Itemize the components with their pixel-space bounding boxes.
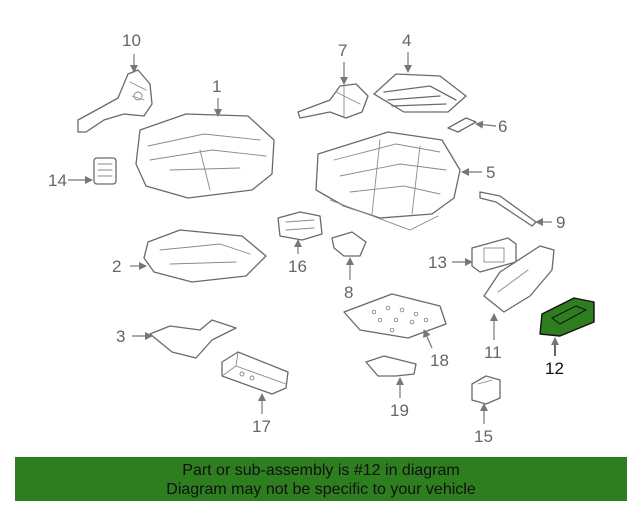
callout-16: 16 (288, 257, 307, 276)
callout-7: 7 (338, 41, 347, 60)
part-14-switch[interactable] (93, 157, 117, 185)
part-9-cable[interactable] (479, 191, 537, 227)
info-banner: Part or sub-assembly is #12 in diagram D… (15, 457, 627, 501)
part-16-motor[interactable] (277, 211, 323, 241)
callout-10: 10 (122, 31, 141, 50)
callout-6: 6 (498, 117, 507, 136)
part-19-harness[interactable] (365, 355, 417, 377)
part-13-module[interactable] (471, 237, 517, 273)
part-2-cushion-pad[interactable] (143, 229, 267, 283)
callout-17: 17 (252, 417, 271, 436)
callout-15: 15 (474, 427, 493, 446)
leader-lines (68, 52, 559, 424)
part-5-seat-frame[interactable] (315, 131, 461, 231)
part-10-bracket[interactable] (77, 69, 153, 133)
banner-line-1: Part or sub-assembly is #12 in diagram (182, 462, 460, 479)
part-1-cushion-cover[interactable] (135, 113, 275, 199)
callout-1: 1 (212, 77, 221, 96)
part-3-pad[interactable] (149, 319, 237, 359)
part-18-plate[interactable] (343, 293, 447, 339)
part-15-knob[interactable] (471, 375, 501, 405)
callout-9: 9 (556, 213, 565, 232)
part-8-bracket[interactable] (331, 231, 367, 257)
callout-13: 13 (428, 253, 447, 272)
part-4-spring[interactable] (372, 73, 468, 113)
part-11-side-shield[interactable] (483, 245, 555, 313)
callout-11: 11 (484, 343, 502, 362)
callout-3: 3 (116, 327, 125, 346)
part-17-module-box[interactable] (221, 351, 289, 395)
callout-8: 8 (344, 283, 353, 302)
callout-5: 5 (486, 163, 495, 182)
callout-12: 12 (545, 359, 564, 378)
callout-4: 4 (402, 31, 411, 50)
callout-18: 18 (430, 351, 449, 370)
part-6-clip[interactable] (447, 117, 477, 133)
part-12-trim-highlighted[interactable] (539, 297, 595, 337)
banner-line-2: Diagram may not be specific to your vehi… (166, 481, 476, 498)
callout-14: 14 (48, 171, 67, 190)
callout-19: 19 (390, 401, 409, 420)
callout-2: 2 (112, 257, 121, 276)
seat-parts-diagram: 10 1 14 7 4 6 5 9 16 8 13 2 11 12 3 18 1… (48, 31, 595, 446)
part-7-actuator[interactable] (297, 83, 369, 119)
